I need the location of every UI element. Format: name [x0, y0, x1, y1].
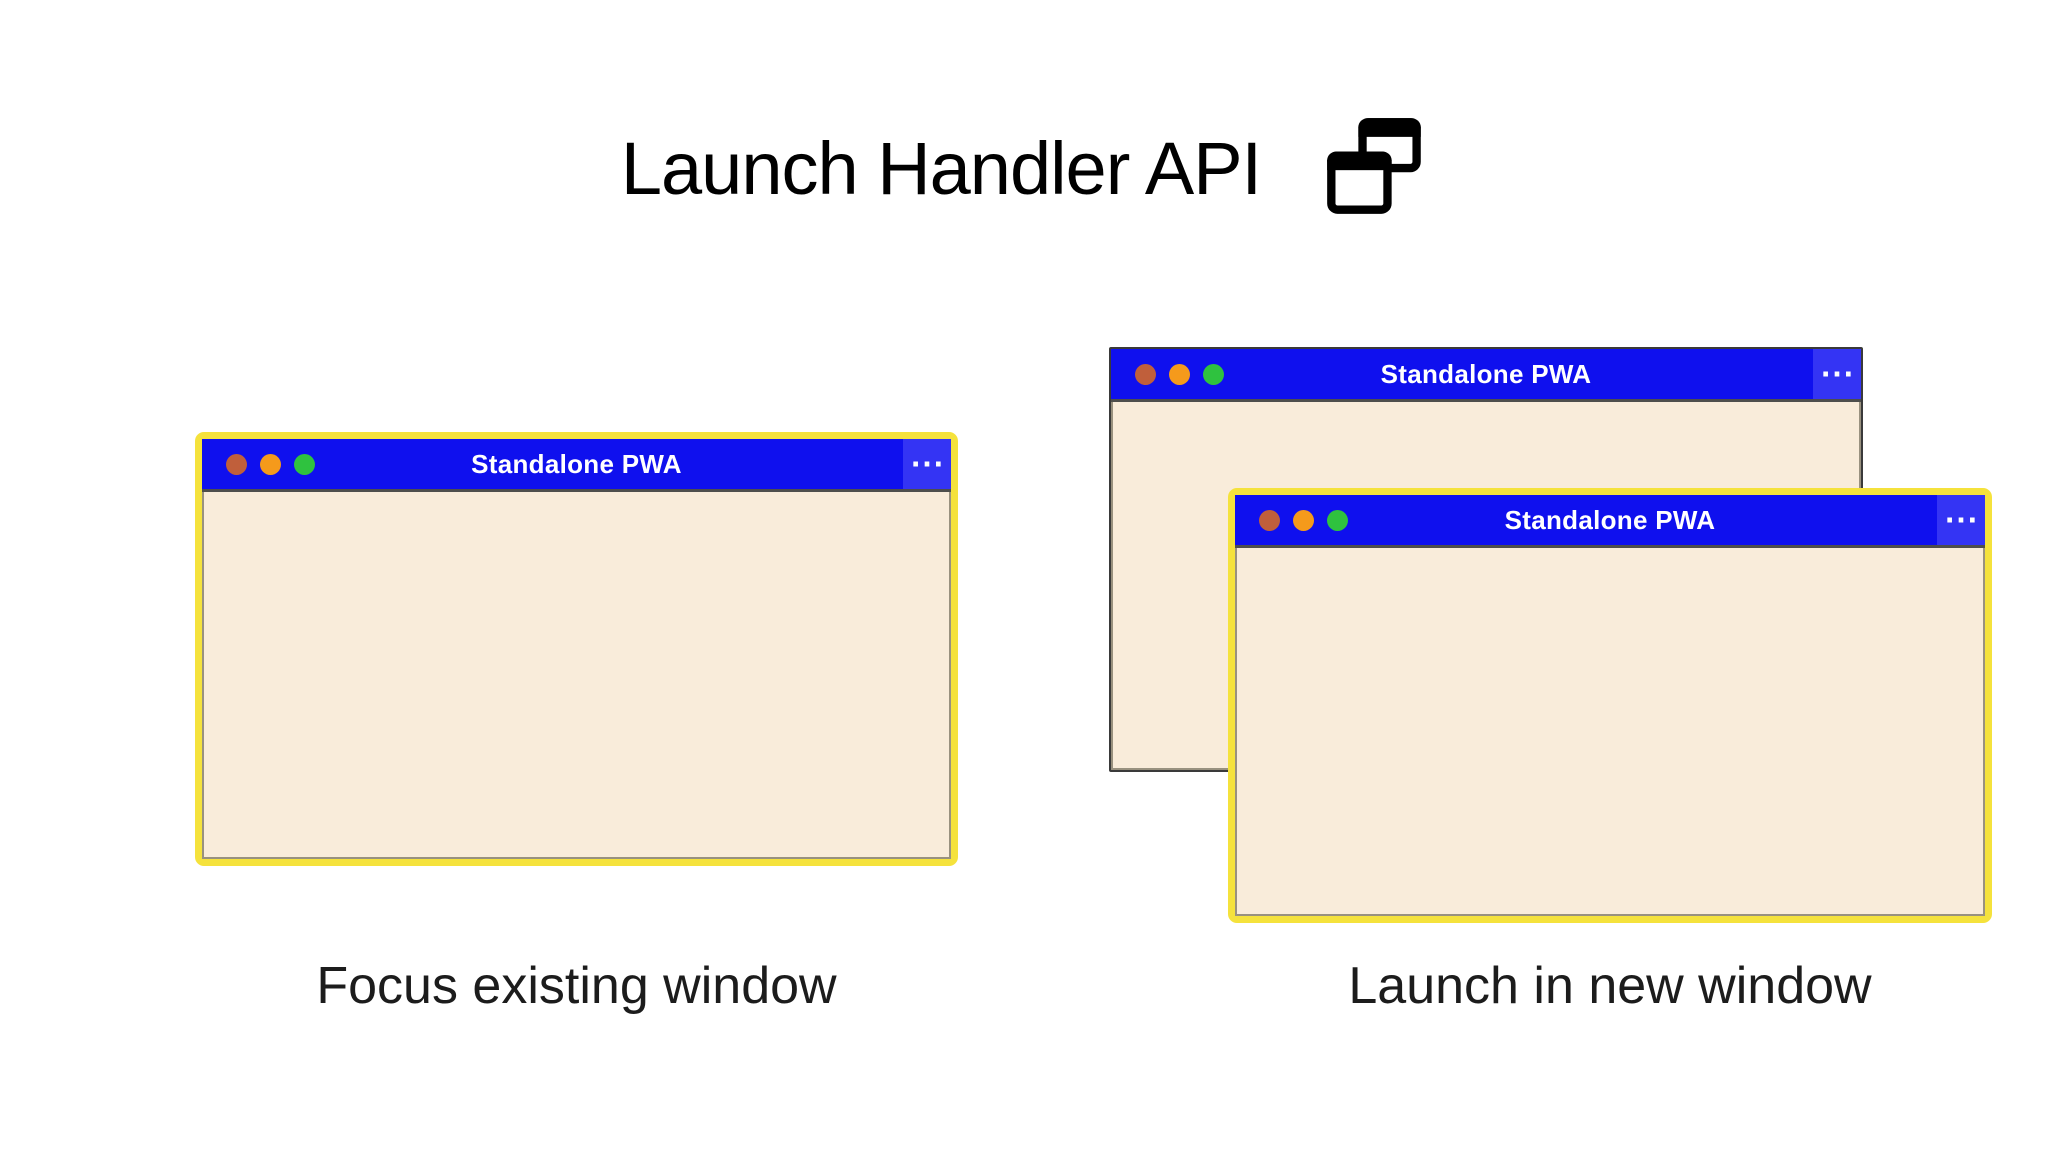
caption-focus-existing: Focus existing window [316, 957, 837, 1015]
traffic-lights [202, 453, 315, 475]
overflow-menu-button[interactable]: ⋯ [1813, 349, 1861, 399]
traffic-lights [1235, 509, 1348, 531]
pwa-window-focus-existing: Standalone PWA ⋯ [195, 432, 958, 866]
maximize-dot-icon[interactable] [1327, 509, 1348, 531]
window-content [1235, 548, 1985, 916]
window-title: Standalone PWA [1504, 504, 1716, 535]
close-dot-icon[interactable] [226, 453, 247, 475]
maximize-dot-icon[interactable] [294, 453, 315, 475]
ellipsis-icon: ⋯ [910, 445, 944, 483]
close-dot-icon[interactable] [1135, 363, 1156, 385]
maximize-dot-icon[interactable] [1203, 363, 1224, 385]
window-content [202, 492, 951, 859]
pwa-window-new-front: Standalone PWA ⋯ [1228, 488, 1992, 923]
titlebar[interactable]: Standalone PWA ⋯ [1111, 349, 1861, 402]
minimize-dot-icon[interactable] [1169, 363, 1190, 385]
window-title: Standalone PWA [471, 448, 682, 479]
overflow-menu-button[interactable]: ⋯ [1937, 495, 1985, 545]
page-title: Launch Handler API [620, 126, 1262, 210]
page-header: Launch Handler API [0, 116, 2048, 220]
caption-launch-new: Launch in new window [1348, 957, 1872, 1015]
ellipsis-icon: ⋯ [1944, 501, 1978, 539]
close-dot-icon[interactable] [1259, 509, 1280, 531]
overflow-menu-button[interactable]: ⋯ [903, 439, 951, 489]
ellipsis-icon: ⋯ [1820, 355, 1854, 393]
traffic-lights [1111, 363, 1224, 385]
titlebar[interactable]: Standalone PWA ⋯ [1235, 495, 1985, 548]
overlapping-windows-icon [1327, 118, 1421, 214]
window-title: Standalone PWA [1380, 358, 1592, 389]
titlebar[interactable]: Standalone PWA ⋯ [202, 439, 951, 492]
minimize-dot-icon[interactable] [1293, 509, 1314, 531]
minimize-dot-icon[interactable] [260, 453, 281, 475]
